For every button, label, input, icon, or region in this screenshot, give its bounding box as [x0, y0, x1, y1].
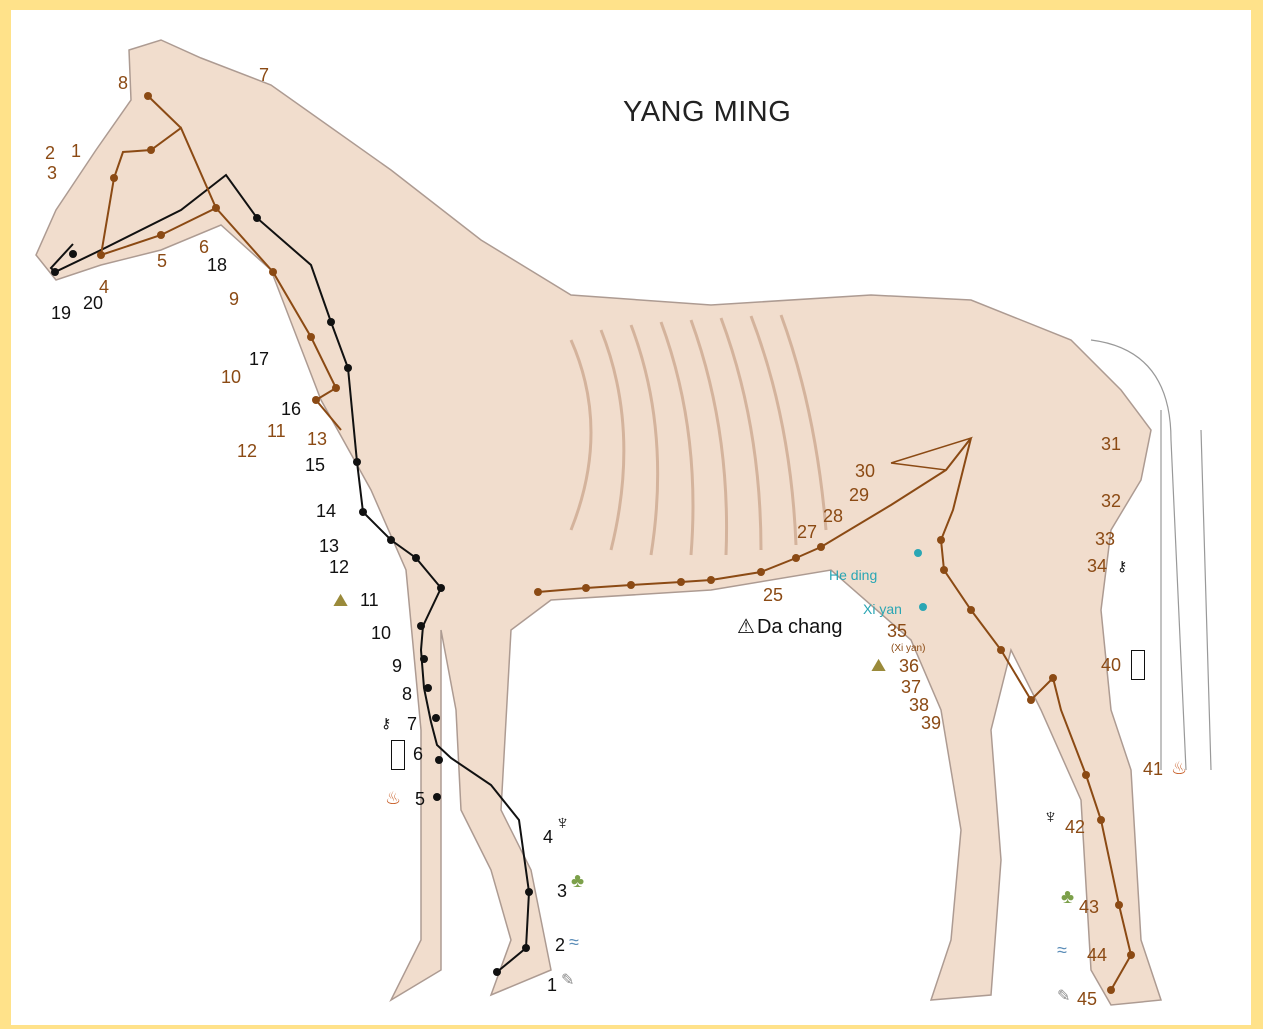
foreleg-point-15: 15 [305, 456, 325, 474]
door-icon [391, 740, 405, 770]
stomach-point-6: 6 [199, 238, 209, 256]
stomach-point-32: 32 [1101, 492, 1121, 510]
fire-icon-hind: ♨ [1171, 758, 1187, 779]
da-chang-label: ⚠Da chang [737, 614, 843, 639]
warning-icon: ⚠ [737, 614, 755, 639]
stomach-point-41: 41 [1143, 760, 1163, 778]
stomach-point-7: 7 [259, 66, 269, 84]
earth-icon: ⛰ [333, 590, 348, 611]
water-fountain-icon: ♆ [555, 812, 570, 835]
stomach-point-40: 40 [1101, 656, 1121, 674]
illustration-canvas: YANG MING 1 2 3 4 5 6 7 8 9 10 11 12 13 … [11, 10, 1251, 1025]
he-ding-label: He ding [829, 566, 877, 584]
stomach-point-42: 42 [1065, 818, 1085, 836]
foreleg-point-9: 9 [392, 657, 402, 675]
water-fountain-icon-hind: ♆ [1043, 806, 1058, 829]
stomach-point-31: 31 [1101, 435, 1121, 453]
foreleg-point-7: 7 [407, 715, 417, 733]
key-icon-hind: ⚷ [1117, 558, 1127, 575]
water-icon-hind: ≈ [1057, 940, 1067, 961]
foreleg-point-19: 19 [51, 304, 71, 322]
stomach-point-3: 3 [47, 164, 57, 182]
stomach-point-9: 9 [229, 290, 239, 308]
stomach-point-27: 27 [797, 523, 817, 541]
key-icon: ⚷ [381, 715, 391, 732]
foreleg-point-5: 5 [415, 790, 425, 808]
stomach-point-12: 12 [237, 442, 257, 460]
foreleg-point-13: 13 [319, 537, 339, 555]
stomach-point-43: 43 [1079, 898, 1099, 916]
stomach-point-45: 45 [1077, 990, 1097, 1008]
foreleg-point-4: 4 [543, 828, 553, 846]
foreleg-point-18: 18 [207, 256, 227, 274]
stomach-point-30: 30 [855, 462, 875, 480]
stomach-point-11: 11 [267, 422, 286, 440]
water-icon: ≈ [569, 932, 579, 953]
stomach-point-39: 39 [921, 714, 941, 732]
foreleg-point-3: 3 [557, 882, 567, 900]
stomach-point-4: 4 [99, 278, 109, 296]
foreleg-point-11: 11 [360, 591, 379, 609]
xi-yan-sub-label: (Xi yan) [891, 640, 925, 658]
stomach-point-44: 44 [1087, 946, 1107, 964]
stomach-point-36: 36 [899, 657, 919, 675]
stomach-point-13: 13 [307, 430, 327, 448]
stomach-point-35: 35 [887, 622, 907, 640]
foreleg-point-6: 6 [413, 745, 423, 763]
xi-yan-label: Xi yan [863, 600, 902, 618]
stomach-point-34: 34 [1087, 557, 1107, 575]
stomach-point-25: 25 [763, 586, 783, 604]
door-icon-hind [1131, 650, 1145, 680]
metal-icon-hind: ✎ [1057, 986, 1070, 1006]
stomach-point-29: 29 [849, 486, 869, 504]
wood-icon: ♣ [571, 870, 584, 893]
earth-icon-hind: ⛰ [871, 655, 886, 676]
stomach-point-37: 37 [901, 678, 921, 696]
stomach-point-10: 10 [221, 368, 241, 386]
stomach-point-1: 1 [71, 142, 81, 160]
stomach-point-8: 8 [118, 74, 128, 92]
foreleg-point-10: 10 [371, 624, 391, 642]
foreleg-point-14: 14 [316, 502, 336, 520]
fire-icon: ♨ [385, 788, 401, 809]
wood-icon-hind: ♣ [1061, 886, 1074, 909]
foreleg-point-16: 16 [281, 400, 301, 418]
stomach-point-38: 38 [909, 696, 929, 714]
foreleg-point-17: 17 [249, 350, 269, 368]
stomach-point-2: 2 [45, 144, 55, 162]
metal-icon: ✎ [561, 970, 574, 990]
foreleg-point-1: 1 [547, 976, 557, 994]
foreleg-point-12: 12 [329, 558, 349, 576]
stomach-point-5: 5 [157, 252, 167, 270]
horse-illustration [11, 10, 1251, 1025]
stomach-point-28: 28 [823, 507, 843, 525]
foreleg-point-8: 8 [402, 685, 412, 703]
stomach-point-33: 33 [1095, 530, 1115, 548]
foreleg-point-2: 2 [555, 936, 565, 954]
diagram-title: YANG MING [623, 96, 791, 129]
